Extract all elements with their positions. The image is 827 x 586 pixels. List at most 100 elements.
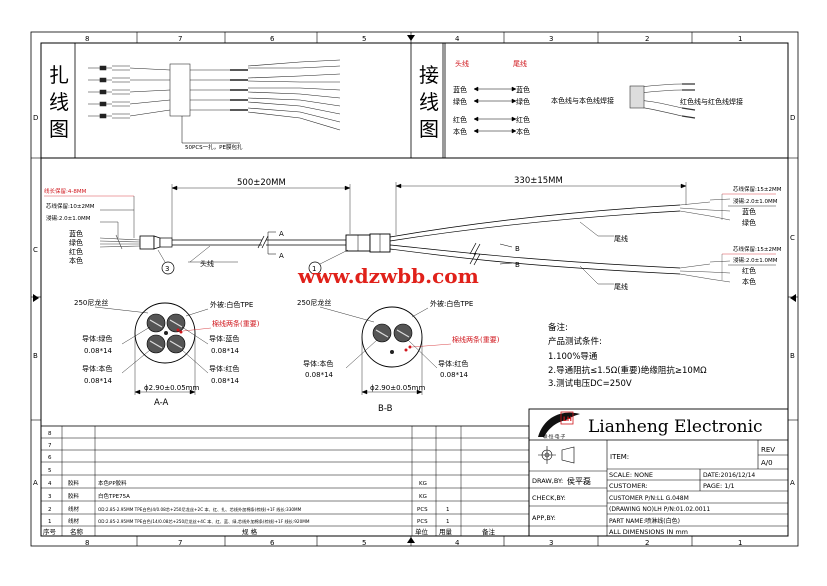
right-row-d: D: [790, 114, 795, 122]
rev-label: REV: [761, 446, 775, 454]
bundle-cables: [88, 59, 341, 131]
top-col-1: 1: [738, 35, 742, 43]
bom-header-remark: 备注: [482, 527, 496, 536]
bom-rownum-6: 6: [48, 455, 52, 461]
rev-value: A/0: [761, 459, 773, 467]
wiring-tail-label: 尾线: [513, 59, 527, 68]
wiring-note-right: 红色线与红色线焊接: [680, 97, 743, 106]
logo-subtext: 联·恒·电·子: [543, 433, 566, 440]
left-strip-note-1: 线长保留:4-8MM: [44, 187, 87, 195]
notes-title: 备注:: [548, 322, 568, 333]
part-name-field: PART NAME:喷淋线(白色): [609, 517, 680, 525]
main-drawing: 线长保留:4-8MM 芯线保留:10±2MM 浸锡:2.0±1.0MM 蓝色 绿…: [44, 176, 782, 291]
lower-color-1: 红色: [742, 266, 756, 275]
bottom-col-3: 3: [549, 539, 553, 547]
notes-subtitle: 产品测试条件:: [548, 336, 602, 347]
page-field: PAGE: 1/1: [703, 482, 735, 490]
left-center-marker: [33, 294, 39, 302]
section-bb: 250尼龙丝 外被:白色TPE 棉线两条(重要) 导体:本色 0.08*14 导…: [297, 298, 500, 414]
aa-c4-label: 导体:红色: [209, 364, 239, 373]
right-row-c: C: [790, 234, 795, 242]
bom-table: 8 7 6 5 4 3 2 1 胶料 本色PP胶料 KG 胶料 白色TPE75A…: [40, 425, 530, 537]
left-color-1: 蓝色: [69, 229, 83, 238]
bom-row-spec: OD:2.85-2.95MM TPE白色(14/0.08芯+250尼龙丝+4C …: [98, 518, 310, 525]
customer-pn-field: CUSTOMER P/N:LL G.048M: [609, 495, 689, 502]
bom-row-name: 胶料: [68, 492, 80, 500]
wiring-title-char-2: 线: [419, 90, 439, 114]
right-row-a: A: [790, 479, 795, 487]
company-name: Lianheng Electronic: [588, 417, 763, 437]
bottom-col-4: 4: [455, 539, 460, 547]
dim-500: 500±20MM: [237, 178, 286, 188]
left-strip-note-2: 芯线保留:10±2MM: [46, 202, 95, 210]
aa-c1-label: 导体:绿色: [82, 334, 112, 343]
bom-row-unit: PCS: [417, 519, 428, 525]
customer-label: CUSTOMER:: [609, 482, 648, 490]
bottom-col-8: 8: [85, 539, 89, 547]
bb-od-label: ϕ2.90±0.05mm: [370, 384, 425, 392]
item-label: ITEM:: [610, 453, 629, 461]
bb-stripe-label: 棉线两条(重要): [452, 335, 500, 344]
bb-c2-label: 导体:红色: [438, 359, 468, 368]
solder-joint: [629, 83, 696, 119]
aa-c3-value: 0.08*14: [84, 377, 113, 385]
wiring-head-label: 头线: [455, 59, 469, 68]
drawing-pn-field: (DRAWING NO)LH P/N:01.02.0011: [609, 506, 710, 513]
projection-symbol-icon: [538, 446, 575, 464]
callout-3: 3: [165, 265, 169, 273]
wiring-right-color-1: 蓝色: [516, 85, 530, 94]
aa-c2-value: 0.08*14: [211, 347, 240, 355]
notes-line-3: 3.测试电压DC=250V: [548, 378, 632, 389]
left-color-2: 绿色: [69, 238, 83, 247]
bom-header-qty: 用量: [439, 528, 453, 536]
scale-field: SCALE: NONE: [609, 471, 653, 479]
wiring-left-color-4: 本色: [453, 127, 467, 136]
top-col-6: 6: [270, 35, 275, 43]
aa-section-title: A-A: [154, 398, 169, 408]
bom-row-spec: 本色PP胶料: [98, 479, 127, 487]
bom-row-unit: KG: [419, 481, 427, 487]
wiring-left-color-2: 绿色: [453, 97, 467, 106]
dim-330: 330±15MM: [514, 176, 563, 186]
aa-c2-label: 导体:蓝色: [209, 334, 239, 343]
notes-line-1: 1.100%导通: [548, 351, 598, 362]
top-col-5: 5: [362, 35, 366, 43]
bom-row-name: 线材: [68, 517, 80, 525]
top-col-8: 8: [85, 35, 89, 43]
top-center-marker: [407, 35, 415, 41]
bom-row-name: 线材: [68, 505, 80, 513]
bottom-col-1: 1: [738, 539, 742, 547]
bom-rownum-4: 4: [48, 481, 52, 487]
wiring-note-left: 本色线与本色线焊接: [551, 96, 614, 105]
bb-c1-value: 0.08*14: [305, 371, 334, 379]
bom-header-unit: 单位: [415, 527, 429, 536]
wiring-title-char-1: 接: [419, 63, 439, 87]
units-note: ALL DIMENSIONS IN mm: [609, 528, 688, 536]
section-mark-b-bottom: B: [515, 261, 520, 269]
aa-c1-value: 0.08*14: [84, 347, 113, 355]
watermark-text: www.dzwbb.com: [297, 264, 479, 288]
bom-row-qty: 1: [446, 507, 450, 513]
bom-row-unit: KG: [419, 494, 427, 500]
draw-by-label: DRAW,BY:: [532, 477, 563, 485]
bom-rownum-8: 8: [48, 431, 52, 437]
bom-rownum-7: 7: [48, 443, 52, 449]
company-logo: LH 联·恒·电·子: [538, 411, 580, 440]
section-mark-b-top: B: [515, 245, 520, 253]
left-row-b: B: [33, 352, 38, 360]
tail-line-label-2: 尾线: [614, 282, 628, 291]
notes-line-2: 2.导通阻抗≤1.5Ω(重要)绝缘阻抗≥10MΩ: [548, 365, 707, 376]
bottom-col-2: 2: [645, 539, 649, 547]
left-strip-note-3: 浸锡:2.0±1.0MM: [46, 214, 91, 222]
drawer-name: 侯平磊: [567, 477, 591, 486]
bom-header-no: 序号: [43, 527, 57, 536]
section-mark-a-bottom: A: [279, 252, 284, 260]
app-by-label: APP,BY:: [532, 514, 556, 522]
upper-strip-note-2: 浸锡:2.0±1.0MM: [733, 197, 778, 205]
right-center-marker: [790, 294, 796, 302]
bom-rownum-2: 2: [48, 507, 52, 513]
bundle-note: 50PCS一扎，PE膜包扎: [185, 143, 243, 151]
logo-letters: LH: [563, 416, 572, 423]
left-row-c: C: [33, 246, 38, 254]
